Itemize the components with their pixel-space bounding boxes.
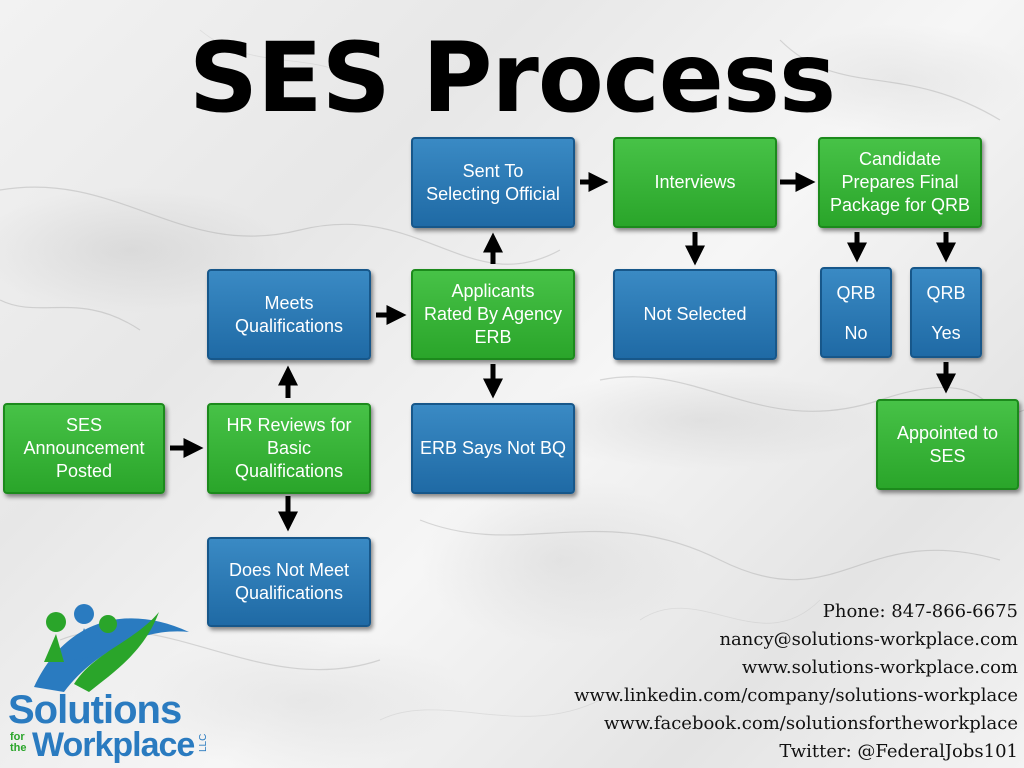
contact-facebook[interactable]: www.facebook.com/solutionsfortheworkplac… bbox=[604, 713, 1018, 734]
node-candidate-prepares: Candidate Prepares Final Package for QRB bbox=[818, 137, 982, 228]
node-not-selected: Not Selected bbox=[613, 269, 777, 360]
page-title: SES Process bbox=[188, 22, 836, 134]
contact-phone: Phone: 847-866-6675 bbox=[822, 601, 1018, 622]
node-erb-not-bq: ERB Says Not BQ bbox=[411, 403, 575, 494]
node-meets-qualifications: Meets Qualifications bbox=[207, 269, 371, 360]
contact-twitter[interactable]: Twitter: @FederalJobs101 bbox=[779, 741, 1018, 762]
contact-block: Phone: 847-866-6675 nancy@solutions-work… bbox=[574, 598, 1018, 766]
logo-llc: LLC bbox=[198, 733, 209, 752]
contact-email[interactable]: nancy@solutions-workplace.com bbox=[719, 629, 1018, 650]
contact-linkedin[interactable]: www.linkedin.com/company/solutions-workp… bbox=[574, 685, 1018, 706]
node-qrb-no: QRB No bbox=[820, 267, 892, 358]
node-sent-to-selecting: Sent To Selecting Official bbox=[411, 137, 575, 228]
node-appointed: Appointed to SES bbox=[876, 399, 1019, 490]
node-hr-reviews: HR Reviews for Basic Qualifications bbox=[207, 403, 371, 494]
logo-wordmark-workplace: Workplace bbox=[32, 726, 195, 764]
node-does-not-meet: Does Not Meet Qualifications bbox=[207, 537, 371, 627]
node-interviews: Interviews bbox=[613, 137, 777, 228]
company-logo bbox=[34, 604, 189, 692]
node-announcement: SES Announcement Posted bbox=[3, 403, 165, 494]
logo-wordmark-solutions: Solutions bbox=[8, 688, 182, 732]
contact-website[interactable]: www.solutions-workplace.com bbox=[741, 657, 1018, 678]
node-applicants-rated: Applicants Rated By Agency ERB bbox=[411, 269, 575, 360]
node-qrb-yes: QRB Yes bbox=[910, 267, 982, 358]
